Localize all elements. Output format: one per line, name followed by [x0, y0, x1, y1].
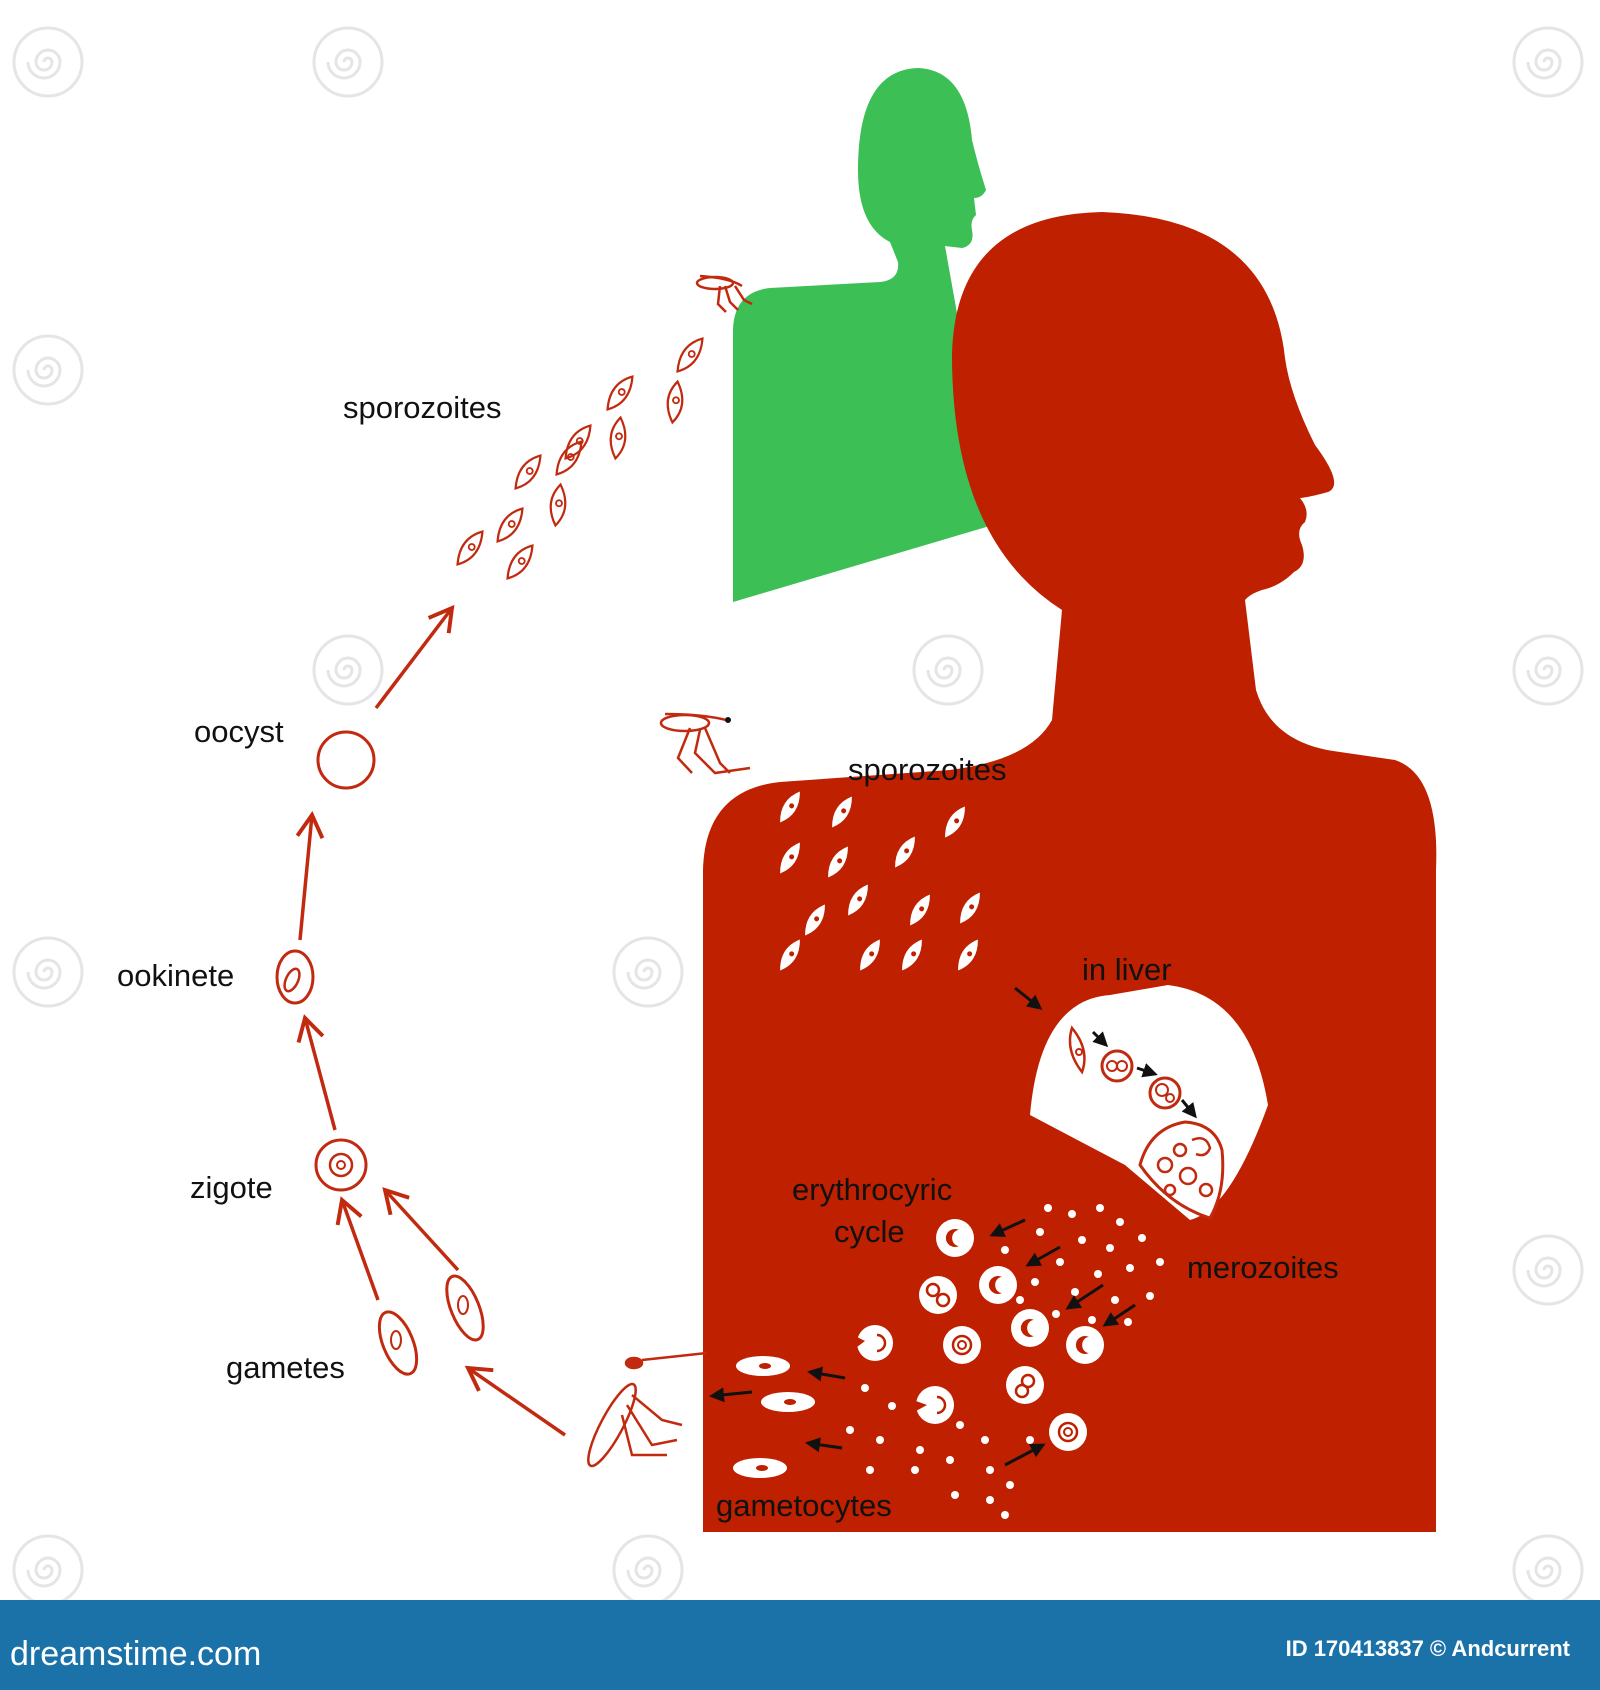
label-sporozoites-vector: sporozoites: [343, 390, 502, 425]
erythrocytic-arrows: [709, 1218, 1136, 1467]
label-ookinete: ookinete: [117, 958, 234, 993]
label-sporozoites-host: sporozoites: [848, 752, 1007, 787]
label-gametocytes: gametocytes: [716, 1488, 892, 1523]
mosquito-icon: [587, 274, 753, 1468]
ookinete-icon: [275, 949, 315, 1005]
label-erythrocytic-1: erythrocyric: [792, 1172, 952, 1207]
footer-bar: dreamstime.com ID 170413837 © Andcurrent: [0, 1600, 1600, 1690]
arrow-to-liver: [1014, 986, 1043, 1010]
label-erythrocytic-2: cycle: [834, 1214, 905, 1249]
liver-cell-icon: [1030, 985, 1268, 1220]
erythrocyte-icon: [857, 1219, 1104, 1453]
vector-sporozoites-icon: [447, 336, 713, 581]
merozoite-dots: [846, 1204, 1164, 1519]
label-in-liver: in liver: [1082, 952, 1172, 987]
label-gametes: gametes: [226, 1350, 345, 1385]
infected-person-silhouette: [703, 212, 1437, 1532]
cycle-arrows: [295, 604, 566, 1437]
healthy-person-silhouette: [733, 68, 1010, 602]
footer-brand: dreamstime.com: [10, 1635, 261, 1673]
gamete-icon: [377, 1274, 485, 1376]
oocyst-icon: [316, 730, 376, 790]
label-merozoites: merozoites: [1187, 1250, 1339, 1285]
footer-image-id: ID 170413837 © Andcurrent: [1286, 1636, 1571, 1661]
label-zigote: zigote: [190, 1170, 273, 1205]
zigote-icon: [314, 1138, 368, 1192]
label-oocyst: oocyst: [194, 714, 284, 749]
